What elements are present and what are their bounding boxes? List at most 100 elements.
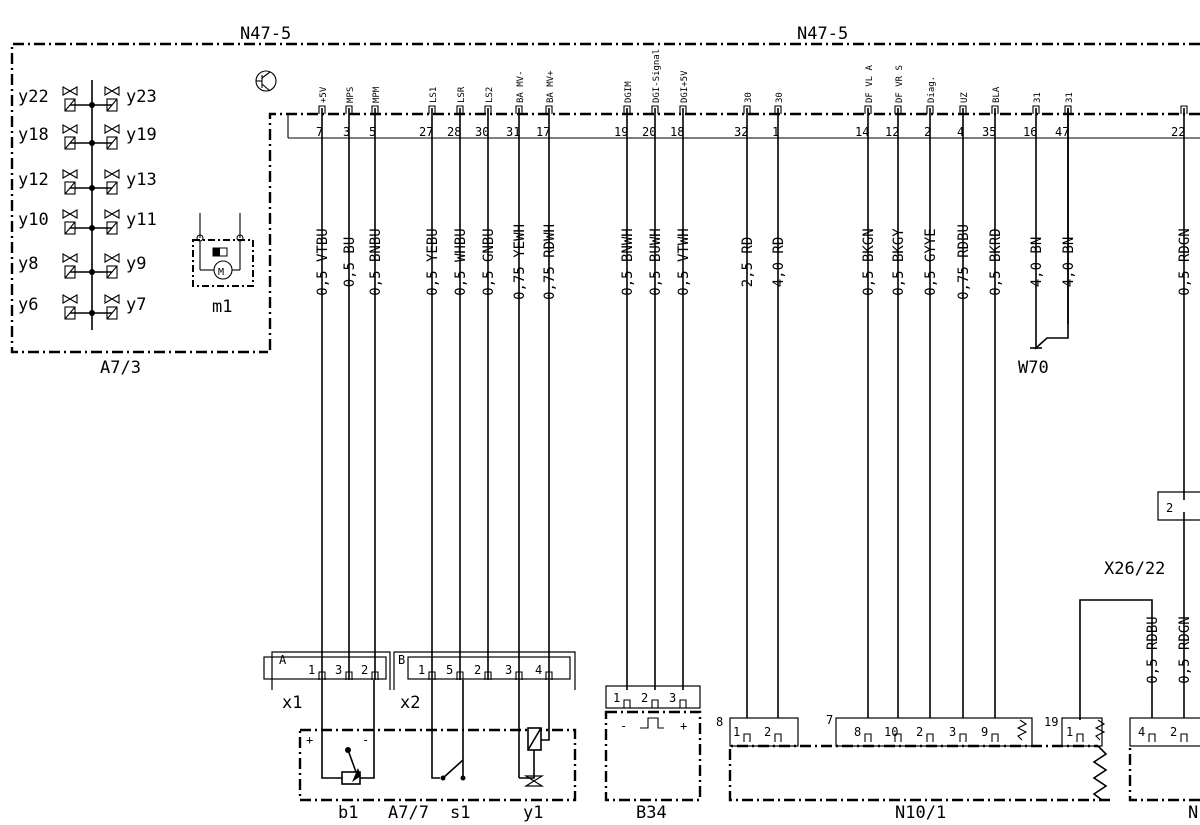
pin-terminal-icon: [428, 671, 436, 680]
module-pin-signal: +5V: [319, 86, 329, 103]
valve-icon: [62, 253, 78, 263]
module-pin-number: 22: [1171, 125, 1185, 139]
module-pin-number: 2: [924, 125, 931, 139]
module-pin-signal: DGI-Signal: [652, 49, 662, 103]
pin-terminal-icon: [864, 105, 872, 114]
pin-terminal-icon: [456, 671, 464, 680]
pin-terminal-icon: [651, 699, 659, 708]
resistor-icon: [1016, 719, 1028, 741]
n10-1-frame: [728, 744, 1110, 802]
module-pin-number: 17: [536, 125, 550, 139]
valve-icon: [104, 124, 120, 134]
transistor-icon: [255, 70, 277, 92]
valve-label: y6: [18, 295, 38, 315]
y1-label: y1: [523, 803, 543, 823]
junction-dot: [89, 310, 95, 316]
module-pin-number: 31: [506, 125, 520, 139]
junction-dot: [89, 185, 95, 191]
module-pin-number: 35: [982, 125, 996, 139]
pin-terminal-icon: [484, 105, 492, 114]
wire-label: 0,5 YEBU: [425, 228, 441, 295]
connector-x1-pin: 2: [361, 663, 368, 677]
n10-1-break-icon: [1092, 745, 1108, 801]
n47-5-inner-frame: [268, 112, 1200, 352]
pin-terminal-icon: [926, 733, 934, 742]
n10-1-pin: 8: [854, 725, 861, 739]
pin-terminal-icon: [428, 105, 436, 114]
n10-1-pin: 1: [1066, 725, 1073, 739]
connector-x1-pin: 1: [308, 663, 315, 677]
module-pin-number: 12: [885, 125, 899, 139]
motor-symbol: M: [218, 267, 224, 278]
n10-1-pin: 10: [884, 725, 898, 739]
right-module-label: N: [1188, 803, 1198, 823]
valve-label: y11: [126, 210, 157, 230]
wire-label: 0,5 VTBU: [315, 228, 331, 295]
wire-label: 0,5 BUWH: [648, 228, 664, 295]
valve-icon: [104, 169, 120, 179]
module-pin-signal: DF VL A: [865, 64, 875, 103]
module-pin-signal: DGI+5V: [680, 70, 690, 103]
pin-terminal-icon: [371, 671, 379, 680]
module-pin-number: 28: [447, 125, 461, 139]
connector-x2-pin: 3: [505, 663, 512, 677]
module-pin-signal: DGIM: [624, 81, 634, 103]
b34-minus: -: [620, 719, 627, 733]
module-pin-signal: BA MV+: [546, 70, 556, 103]
module-pin-signal: DF VR S: [895, 65, 905, 103]
pin-terminal-icon: [1180, 105, 1188, 114]
n10-1-pin: 2: [916, 725, 923, 739]
module-pin-number: 18: [670, 125, 684, 139]
module-pin-number: 3: [343, 125, 350, 139]
pin-terminal-icon: [743, 105, 751, 114]
pin-terminal-icon: [959, 733, 967, 742]
module-pin-signal: Diag.: [927, 76, 937, 103]
pin-terminal-icon: [959, 105, 967, 114]
wire-label: 0,5 BKGN: [861, 228, 877, 295]
pin-terminal-icon: [679, 105, 687, 114]
pin-terminal-icon: [1180, 733, 1188, 742]
wire-label: 0,75 RDBU: [956, 224, 972, 300]
connector-x2-pin: 2: [474, 663, 481, 677]
connector-x2-pin: 5: [446, 663, 453, 677]
connector-x1-label: x1: [282, 693, 302, 713]
connector-x2-pin: 1: [418, 663, 425, 677]
x26-22-pin: 2: [1166, 501, 1173, 515]
connector-x2-pin: 4: [535, 663, 542, 677]
x26-22-label: X26/22: [1104, 559, 1165, 579]
module-pin-signal: MPS: [346, 87, 356, 103]
wire-label: 0,5 GNBU: [481, 228, 497, 295]
module-pin-signal: 30: [775, 92, 785, 103]
connector-b34-pin: 1: [613, 691, 620, 705]
b34-plus: +: [680, 719, 687, 733]
pin-terminal-icon: [371, 105, 379, 114]
wire-label: 2,5 RD: [740, 237, 756, 288]
module-pin-signal: UZ: [960, 92, 970, 103]
module-pin-signal: 31: [1065, 92, 1075, 103]
a7-7-label: A7/7: [388, 803, 429, 823]
wire-label: 0,5 VTWH: [676, 228, 692, 295]
module-pin-signal: BA MV-: [516, 70, 526, 103]
right-module-conn: [1129, 717, 1200, 747]
b34-frame: [604, 710, 702, 802]
wire-label: 4,0 RD: [771, 237, 787, 288]
module-pin-number: 4: [957, 125, 964, 139]
junction-dot: [89, 269, 95, 275]
n47-5-frame: [10, 42, 1200, 354]
module-pin-number: 27: [419, 125, 433, 139]
module-pin-number: 32: [734, 125, 748, 139]
pin-terminal-icon: [894, 105, 902, 114]
valve-icon: [62, 86, 78, 96]
module-pin-number: 47: [1055, 125, 1069, 139]
pin-terminal-icon: [1032, 105, 1040, 114]
module-pin-number: 7: [316, 125, 323, 139]
pin-terminal-icon: [991, 733, 999, 742]
wire-label: 0,5 RDBU: [1145, 616, 1161, 683]
wire-label: 0,75 YEWH: [512, 224, 528, 300]
wire-label: 0,5 BNBU: [368, 228, 384, 295]
pin-terminal-icon: [774, 733, 782, 742]
module-pin-signal: BLA: [992, 86, 1002, 103]
junction-dot: [89, 140, 95, 146]
s1-label: s1: [450, 803, 470, 823]
connector-x1-letter: A: [279, 653, 287, 667]
